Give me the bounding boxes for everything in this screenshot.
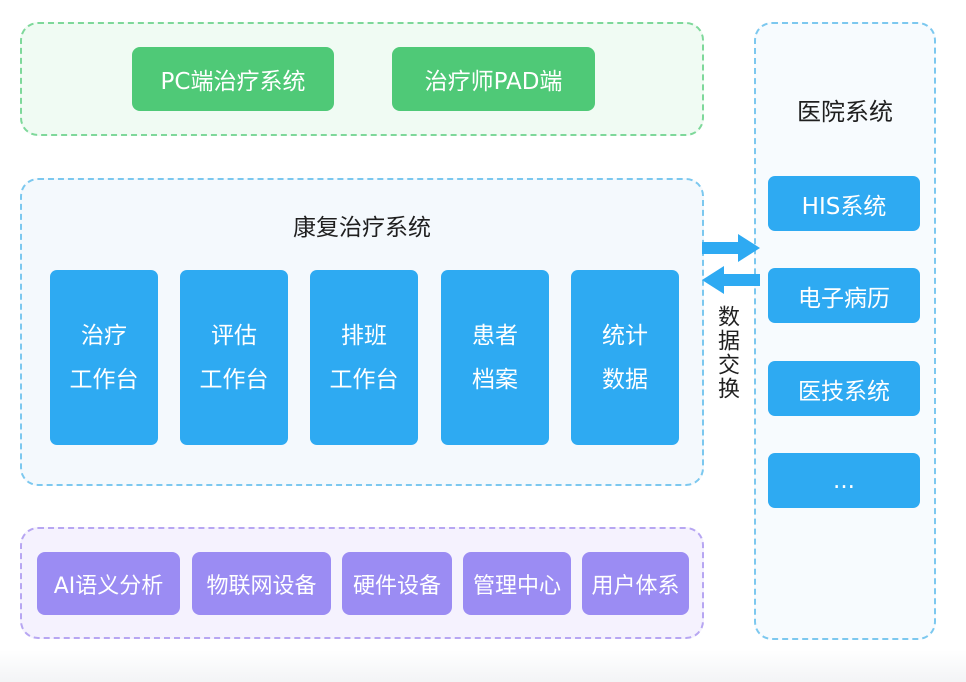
module-scheduling-workbench: 排班 工作台 xyxy=(310,270,418,445)
module-patient-records: 患者 档案 xyxy=(441,270,549,445)
iot-devices-box: 物联网设备 xyxy=(192,552,331,615)
module-assessment-workbench: 评估 工作台 xyxy=(180,270,288,445)
module-label-line2: 工作台 xyxy=(329,366,399,393)
his-system-box: HIS系统 xyxy=(768,176,920,231)
bidirectional-arrows-icon xyxy=(702,234,760,294)
module-label-line1: 治疗 xyxy=(81,322,127,349)
module-label-line2: 数据 xyxy=(602,366,648,393)
data-exchange-label: 数据交换 xyxy=(714,305,739,401)
module-label-line1: 统计 xyxy=(602,322,648,349)
footer-fade xyxy=(0,650,966,682)
core-system-title: 康复治疗系统 xyxy=(293,215,431,241)
module-label-line1: 排班 xyxy=(341,322,387,349)
ai-semantic-analysis-box: AI语义分析 xyxy=(37,552,180,615)
management-center-box: 管理中心 xyxy=(463,552,571,615)
module-therapy-workbench: 治疗 工作台 xyxy=(50,270,158,445)
user-system-box: 用户体系 xyxy=(582,552,689,615)
top-layer-panel xyxy=(20,22,704,136)
medical-tech-system-box: 医技系统 xyxy=(768,361,920,416)
therapist-pad-box: 治疗师PAD端 xyxy=(392,47,595,111)
hardware-devices-box: 硬件设备 xyxy=(342,552,452,615)
pc-therapy-system-box: PC端治疗系统 xyxy=(132,47,334,111)
module-statistics-data: 统计 数据 xyxy=(571,270,679,445)
module-label-line2: 工作台 xyxy=(69,366,139,393)
module-label-line2: 档案 xyxy=(472,366,518,393)
hospital-system-panel xyxy=(754,22,936,640)
emr-box: 电子病历 xyxy=(768,268,920,323)
module-label-line1: 评估 xyxy=(211,322,257,349)
hospital-system-title: 医院系统 xyxy=(797,98,893,126)
module-label-line2: 工作台 xyxy=(199,366,269,393)
module-label-line1: 患者 xyxy=(472,322,518,349)
more-systems-box: ... xyxy=(768,453,920,508)
